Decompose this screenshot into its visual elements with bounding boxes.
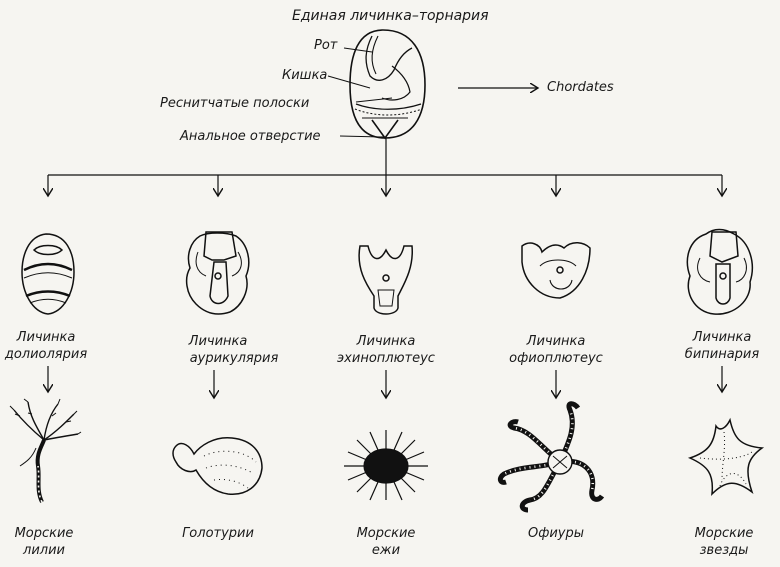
larva-label-2-line1: Личинка: [188, 334, 248, 349]
adult-label-5-line1: Морские: [694, 526, 754, 541]
ciliated-bands-label: Реснитчатые полоски: [160, 96, 310, 111]
mouth-label: Рот: [314, 38, 338, 53]
sea-star-drawing: [687, 417, 765, 497]
larva-label-3-line2: эхиноплютеус: [337, 351, 435, 366]
tornaria-leaders: [327, 47, 393, 138]
chordates-label: Chordates: [547, 80, 614, 95]
echinopluteus-larva-drawing: [358, 245, 413, 315]
anus-label: Анальное отверстие: [180, 129, 321, 144]
adult-label-5-line2: звезды: [699, 543, 749, 558]
larva-label-1-line2: долиолярия: [4, 347, 88, 362]
larva-label-2-line2: аурикулярия: [189, 351, 279, 366]
adult-label-1-line1: Морские: [14, 526, 74, 541]
adult-label-3-line1: Морские: [356, 526, 416, 541]
tornaria-title: Единая личинка–торнария: [292, 8, 489, 24]
ophiopluteus-larva-drawing: [521, 242, 591, 299]
bipinnaria-larva-drawing: [686, 228, 754, 315]
doliolaria-larva-drawing: [21, 233, 75, 315]
tornaria-larva-drawing: [349, 29, 426, 140]
larva-label-1-line1: Личинка: [16, 330, 76, 345]
adult-label-1-line2: лилии: [23, 543, 65, 558]
adult-label-4-line1: Офиуры: [527, 526, 585, 541]
adult-label-3-line2: ежи: [371, 543, 401, 558]
auricularia-larva-drawing: [185, 231, 250, 315]
larva-label-3-line1: Личинка: [356, 334, 416, 349]
larva-label-5-line2: бипинария: [684, 347, 760, 362]
larva-label-5-line1: Личинка: [692, 330, 752, 345]
brittle-star-mouth: [552, 455, 568, 469]
branch-connectors: [48, 138, 722, 196]
adult-label-2-line1: Голотурии: [182, 526, 254, 541]
larva-label-4-line1: Личинка: [526, 334, 586, 349]
sea-lily-drawing: [9, 398, 82, 503]
gut-label: Кишка: [282, 68, 328, 83]
sea-cucumber-drawing: [172, 437, 263, 495]
larva-label-4-line2: офиоплютеус: [509, 351, 603, 366]
sea-urchin-drawing: [344, 430, 428, 501]
larva-to-adult-arrows: [48, 366, 722, 398]
